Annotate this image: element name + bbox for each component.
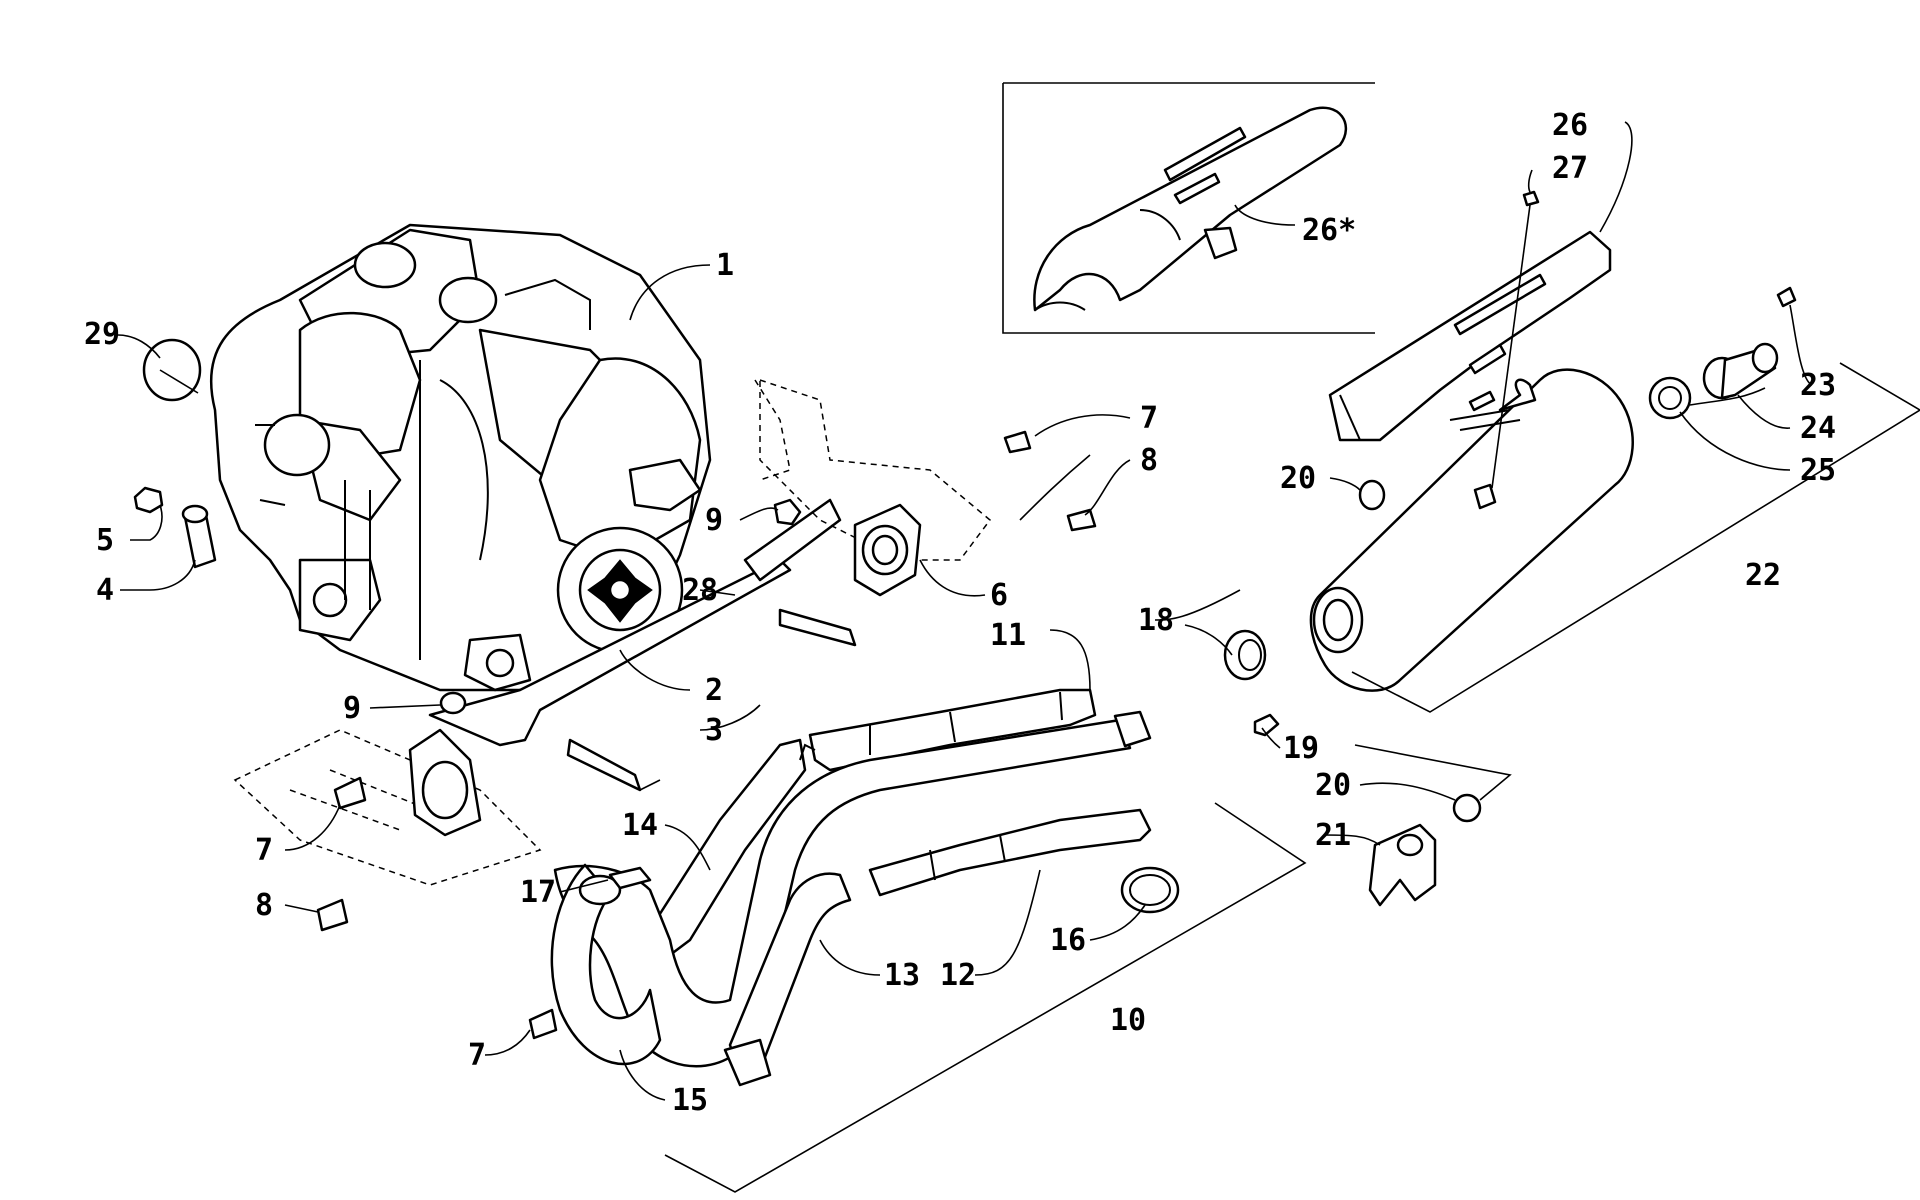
bolt-7-pipe (528, 1008, 558, 1040)
mount-bracket-2 (428, 498, 842, 747)
grommet-20-upper (1358, 479, 1386, 511)
callout-7-upper: 7 (1140, 401, 1158, 436)
callout-12: 12 (940, 958, 976, 993)
callout-29: 29 (84, 317, 120, 352)
exhaust-pipe-10 (553, 710, 1152, 1068)
gasket-18 (1223, 629, 1267, 681)
spacer-4 (181, 504, 217, 569)
callout-labels: 1 29 5 4 7 8 9 6 28 11 2 3 9 7 8 14 17 7… (84, 108, 1836, 1118)
callout-23: 23 (1800, 368, 1836, 403)
leader-lines (117, 121, 1813, 1101)
bracket-tab-27 (1473, 483, 1497, 510)
bolt-7-lower (333, 776, 367, 810)
assembly-bracket-19-20 (1354, 744, 1512, 801)
bolt-7-upper (1003, 430, 1032, 454)
clip-27 (1522, 190, 1540, 207)
callout-19: 19 (1283, 731, 1319, 766)
callout-25: 25 (1800, 453, 1836, 488)
heat-shield-12 (868, 808, 1152, 897)
heat-bracket-dashed-upper (754, 378, 992, 561)
nut-9-lower (439, 691, 467, 715)
callout-2: 2 (705, 673, 723, 708)
callout-4: 4 (96, 573, 114, 608)
grommet-20-lower (1452, 793, 1482, 823)
callout-21: 21 (1315, 818, 1351, 853)
callout-22: 22 (1745, 558, 1781, 593)
spring-19 (1253, 713, 1280, 737)
callout-13: 13 (884, 958, 920, 993)
nut-9-upper (773, 498, 802, 526)
callout-18: 18 (1138, 603, 1174, 638)
bolt-8-lower (316, 898, 349, 932)
flange-lower (408, 728, 482, 837)
callout-3: 3 (705, 713, 723, 748)
callout-26-star: 26* (1302, 213, 1356, 248)
callout-16: 16 (1050, 923, 1086, 958)
callout-6: 6 (990, 578, 1008, 613)
callout-7-lower: 7 (255, 833, 273, 868)
callout-5: 5 (96, 523, 114, 558)
bolt-3-lower (566, 738, 642, 792)
callout-1: 1 (716, 248, 734, 283)
callout-10: 10 (1110, 1003, 1146, 1038)
bolt-8-upper (1066, 508, 1097, 532)
engine-assembly (209, 223, 712, 692)
callout-20-upper: 20 (1280, 461, 1316, 496)
callout-8-upper: 8 (1140, 443, 1158, 478)
gasket-25 (1648, 376, 1692, 420)
bracket-21 (1368, 823, 1437, 907)
heat-shield-26 (1328, 230, 1612, 442)
inset-heat-shield-alt (1002, 82, 1375, 334)
callout-9-upper: 9 (705, 503, 723, 538)
callout-17: 17 (520, 875, 556, 910)
callout-8-lower: 8 (255, 888, 273, 923)
callout-11: 11 (990, 618, 1026, 653)
heat-bracket-dashed-lower (233, 729, 542, 886)
callout-14: 14 (622, 808, 658, 843)
callout-7-pipe: 7 (468, 1038, 486, 1073)
pipe-13 (723, 872, 852, 1087)
callout-27: 27 (1552, 151, 1588, 186)
callout-20-lower: 20 (1315, 768, 1351, 803)
gasket-17 (608, 866, 652, 890)
callout-9-lower: 9 (343, 691, 361, 726)
callout-26: 26 (1552, 108, 1588, 143)
screw-23 (1776, 286, 1797, 308)
assembly-bracket-22 (1351, 362, 1920, 713)
bolt-3-upper (778, 608, 857, 647)
muffler-22 (1309, 368, 1634, 692)
callout-24: 24 (1800, 411, 1836, 446)
spark-arrestor-24 (1702, 342, 1779, 400)
assembly-bracket-10 (664, 802, 1307, 1193)
exhaust-pipe-15 (550, 863, 662, 1066)
clamp-16 (1120, 866, 1180, 914)
nut-5 (133, 486, 164, 514)
callout-28: 28 (682, 573, 718, 608)
heat-shield-11 (808, 688, 1097, 772)
flange-gasket-6 (853, 503, 922, 597)
callout-15: 15 (672, 1083, 708, 1118)
